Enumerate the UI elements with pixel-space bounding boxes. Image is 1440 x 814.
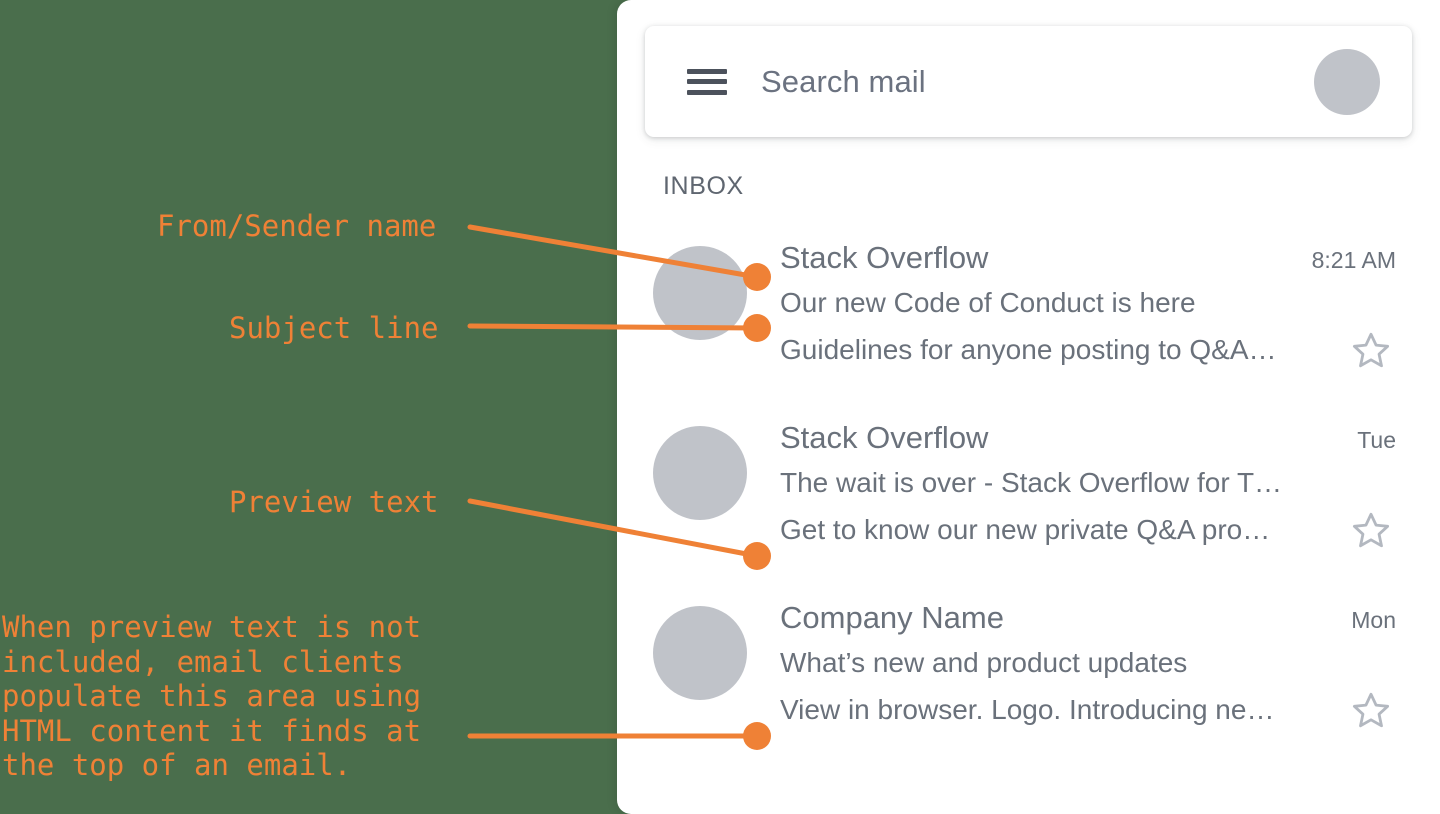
star-outline-icon[interactable]	[1350, 509, 1392, 551]
email-list: Stack Overflow 8:21 AM Our new Code of C…	[617, 232, 1440, 772]
email-timestamp: 8:21 AM	[1311, 247, 1396, 273]
annotation-label-preview: Preview text	[229, 485, 439, 519]
sender-avatar	[653, 426, 747, 520]
search-input[interactable]: Search mail	[761, 63, 926, 99]
hamburger-line	[687, 79, 727, 84]
folder-label: INBOX	[663, 172, 744, 200]
email-sender-name: Company Name	[780, 600, 1004, 635]
search-bar[interactable]: Search mail	[645, 26, 1412, 137]
email-list-item[interactable]: Company Name Mon What’s new and product …	[617, 592, 1440, 772]
email-timestamp: Mon	[1351, 607, 1396, 633]
email-preview-text: Get to know our new private Q&A pro…	[780, 514, 1271, 545]
email-list-item[interactable]: Stack Overflow Tue The wait is over - St…	[617, 412, 1440, 592]
email-subject-line: The wait is over - Stack Overflow for T…	[780, 467, 1283, 498]
star-outline-icon[interactable]	[1350, 689, 1392, 731]
email-content: Stack Overflow 8:21 AM Our new Code of C…	[780, 232, 1440, 371]
email-header-row: Company Name Mon	[780, 600, 1440, 636]
annotation-explanation-paragraph: When preview text is not included, email…	[2, 610, 422, 782]
annotation-label-sender: From/Sender name	[157, 209, 437, 243]
hamburger-line	[687, 89, 727, 95]
hamburger-line	[687, 68, 727, 74]
mail-client-panel: Search mail INBOX Stack Overflow 8:21 AM…	[617, 0, 1440, 814]
email-subject-line: Our new Code of Conduct is here	[780, 287, 1196, 318]
email-content: Stack Overflow Tue The wait is over - St…	[780, 412, 1440, 551]
annotation-label-subject: Subject line	[229, 311, 439, 345]
email-preview-text: Guidelines for anyone posting to Q&A…	[780, 334, 1277, 365]
email-list-item[interactable]: Stack Overflow 8:21 AM Our new Code of C…	[617, 232, 1440, 412]
email-subject-line: What’s new and product updates	[780, 647, 1188, 678]
email-preview-row: Get to know our new private Q&A pro…	[780, 509, 1440, 551]
sender-avatar	[653, 246, 747, 340]
sender-avatar	[653, 606, 747, 700]
email-preview-text: View in browser. Logo. Introducing ne…	[780, 694, 1275, 725]
email-header-row: Stack Overflow Tue	[780, 420, 1440, 456]
email-timestamp: Tue	[1357, 427, 1396, 453]
email-sender-name: Stack Overflow	[780, 240, 989, 275]
email-preview-row: Guidelines for anyone posting to Q&A…	[780, 329, 1440, 371]
email-preview-row: View in browser. Logo. Introducing ne…	[780, 689, 1440, 731]
email-sender-name: Stack Overflow	[780, 420, 989, 455]
email-content: Company Name Mon What’s new and product …	[780, 592, 1440, 731]
account-avatar[interactable]	[1314, 48, 1380, 115]
hamburger-menu-icon[interactable]	[687, 68, 727, 95]
star-outline-icon[interactable]	[1350, 329, 1392, 371]
email-header-row: Stack Overflow 8:21 AM	[780, 240, 1440, 276]
